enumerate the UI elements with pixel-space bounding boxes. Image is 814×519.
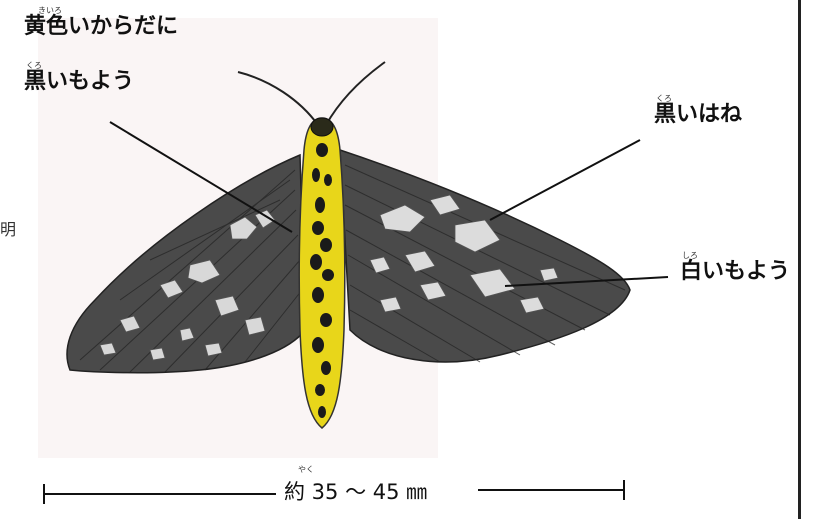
scale-text: 約 35 ～ 45 ㎜ (284, 480, 427, 504)
label-white-pattern-text: 白いもよう (680, 260, 790, 284)
label-wings: くろ 黒いはね (654, 94, 742, 127)
label-body-pattern-text: 黒いもよう (24, 70, 134, 94)
moth-body (299, 118, 345, 428)
callout-line-wings (490, 140, 640, 220)
label-wings-text: 黒いはね (654, 103, 742, 127)
label-body-color: きいろ 黄色いからだに (24, 6, 178, 39)
moth-head (311, 118, 333, 136)
right-antenna (326, 62, 385, 125)
left-antenna (238, 72, 318, 125)
label-body-pattern: くろ 黒いもよう (24, 61, 134, 94)
label-body-color-text: 黄色いからだに (24, 15, 178, 39)
label-white-pattern: しろ 白いもよう (680, 251, 790, 284)
scale-ruby: やく (298, 465, 314, 474)
